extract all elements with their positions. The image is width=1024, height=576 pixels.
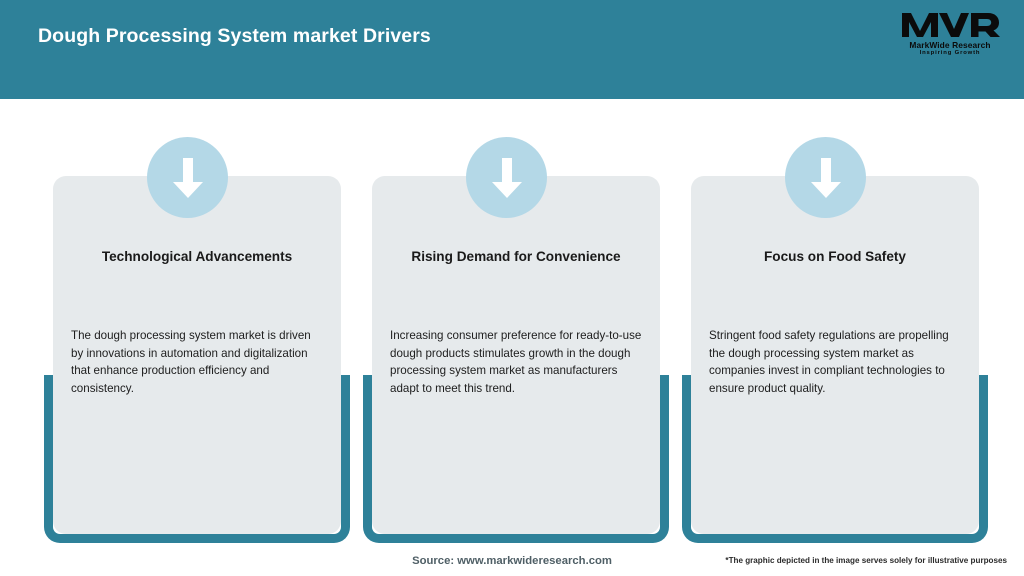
- card-panel: [53, 176, 341, 534]
- card-body: Stringent food safety regulations are pr…: [709, 329, 949, 395]
- drivers-card-row: Technological Advancements The dough pro…: [0, 99, 1024, 549]
- driver-card-2[interactable]: Rising Demand for Convenience Increasing…: [363, 99, 669, 549]
- card-frame: [44, 375, 350, 543]
- card-title: Focus on Food Safety: [764, 249, 906, 264]
- card-title: Technological Advancements: [101, 249, 293, 264]
- page-title: Dough Processing System market Drivers: [38, 25, 431, 47]
- logo-company-name: MarkWide Research: [909, 40, 991, 50]
- arrow-down-icon: [785, 137, 866, 218]
- card-frame: [363, 375, 669, 543]
- card-panel: [691, 176, 979, 534]
- arrow-down-icon: [466, 137, 547, 218]
- driver-card-1[interactable]: Technological Advancements The dough pro…: [44, 99, 350, 549]
- header-band: [0, 0, 1024, 99]
- source-label: Source: www.markwideresearch.com: [412, 555, 612, 567]
- disclaimer-label: *The graphic depicted in the image serve…: [725, 556, 1007, 565]
- arrow-down-icon: [147, 137, 228, 218]
- card-frame: [682, 375, 988, 543]
- logo-tagline: Inspiring Growth: [919, 49, 981, 56]
- brand-logo: MarkWide Research Inspiring Growth: [898, 10, 1002, 57]
- card-panel: [372, 176, 660, 534]
- driver-card-3[interactable]: Focus on Food Safety Stringent food safe…: [682, 99, 988, 549]
- card-body: Increasing consumer preference for ready…: [390, 329, 642, 395]
- card-title: Rising Demand for Convenience: [411, 249, 621, 264]
- mwr-logo-icon: [898, 10, 1002, 39]
- card-body: The dough processing system market is dr…: [71, 329, 311, 395]
